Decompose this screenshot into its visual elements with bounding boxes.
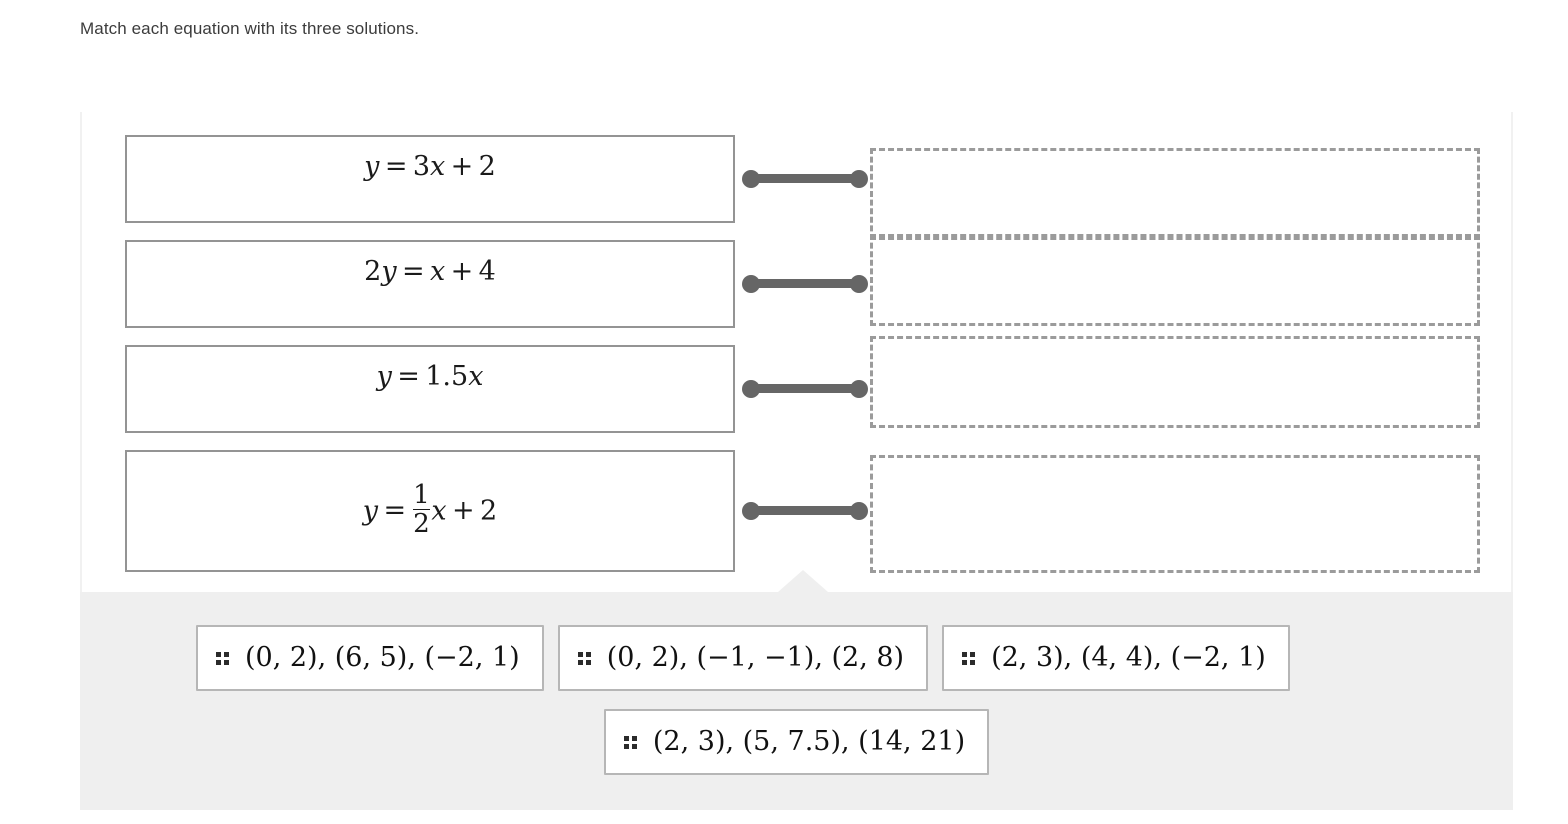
equation-text-1: y=3x+2	[364, 151, 496, 182]
connector-line-4	[742, 501, 868, 520]
dropzone-4[interactable]	[870, 455, 1480, 573]
answer-tile-label: (0, 2), (−1, −1), (2, 8)	[606, 641, 905, 673]
connector-line-2	[742, 274, 868, 293]
tray-row-1: (0, 2), (6, 5), (−2, 1) (0, 2), (−1, −1)…	[196, 625, 1290, 691]
equation-card-3[interactable]: y=1.5x	[125, 345, 735, 433]
answer-tile-3[interactable]: (2, 3), (4, 4), (−2, 1)	[942, 625, 1290, 691]
drag-handle-icon[interactable]	[623, 735, 637, 749]
dropzone-1[interactable]	[870, 148, 1480, 240]
answer-tile-4[interactable]: (2, 3), (5, 7.5), (14, 21)	[603, 709, 990, 775]
drag-handle-icon[interactable]	[962, 651, 976, 665]
drag-handle-icon[interactable]	[216, 651, 229, 665]
dropzone-3[interactable]	[870, 336, 1480, 428]
tray-row-2: (2, 3), (5, 7.5), (14, 21)	[80, 709, 1513, 775]
match-row: y=1.5x	[82, 336, 1511, 433]
equation-card-1[interactable]: y=3x+2	[125, 135, 735, 223]
tray-notch-pointer	[778, 570, 828, 592]
connector-line-1	[742, 169, 868, 188]
equation-text-3: y=1.5x	[376, 361, 484, 392]
answer-tray: (0, 2), (6, 5), (−2, 1) (0, 2), (−1, −1)…	[80, 570, 1513, 810]
answer-tile-label: (0, 2), (6, 5), (−2, 1)	[245, 641, 520, 673]
drag-handle-icon[interactable]	[577, 651, 591, 665]
equation-card-2[interactable]: 2y=x+4	[125, 240, 735, 328]
dropzone-2[interactable]	[870, 234, 1480, 326]
answer-tile-2[interactable]: (0, 2), (−1, −1), (2, 8)	[557, 625, 929, 691]
answer-tile-label: (2, 3), (4, 4), (−2, 1)	[991, 641, 1266, 673]
answer-tile-1[interactable]: (0, 2), (6, 5), (−2, 1)	[196, 625, 544, 691]
equation-text-2: 2y=x+4	[364, 256, 496, 287]
match-row: y=3x+2	[82, 135, 1511, 240]
answer-tile-label: (2, 3), (5, 7.5), (14, 21)	[652, 725, 966, 757]
connector-line-3	[742, 379, 868, 398]
match-row: 2y=x+4	[82, 234, 1511, 328]
page-title: Match each equation with its three solut…	[80, 19, 420, 38]
